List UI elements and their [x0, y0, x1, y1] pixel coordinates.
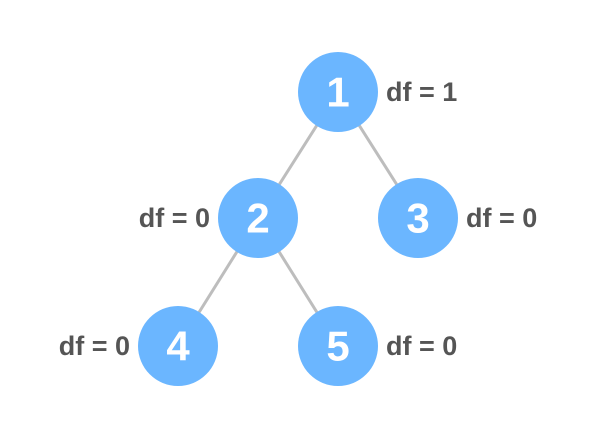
df-label-node-4: df = 0	[59, 331, 130, 361]
df-label-node-2: df = 0	[139, 203, 210, 233]
tree-node-1: 1	[298, 52, 378, 132]
df-label-node-3: df = 0	[466, 203, 537, 233]
node-circle	[138, 306, 218, 386]
node-label: 5	[326, 323, 349, 370]
node-circle	[378, 178, 458, 258]
tree-node-3: 3	[378, 178, 458, 258]
node-label: 2	[246, 195, 269, 242]
df-label-node-1: df = 1	[386, 77, 457, 107]
node-circle	[298, 306, 378, 386]
df-label-node-5: df = 0	[386, 331, 457, 361]
tree-node-4: 4	[138, 306, 218, 386]
node-label: 1	[326, 69, 349, 116]
node-label: 3	[406, 195, 429, 242]
node-label: 4	[166, 323, 190, 370]
node-circle	[218, 178, 298, 258]
tree-node-5: 5	[298, 306, 378, 386]
tree-node-2: 2	[218, 178, 298, 258]
node-circle	[298, 52, 378, 132]
